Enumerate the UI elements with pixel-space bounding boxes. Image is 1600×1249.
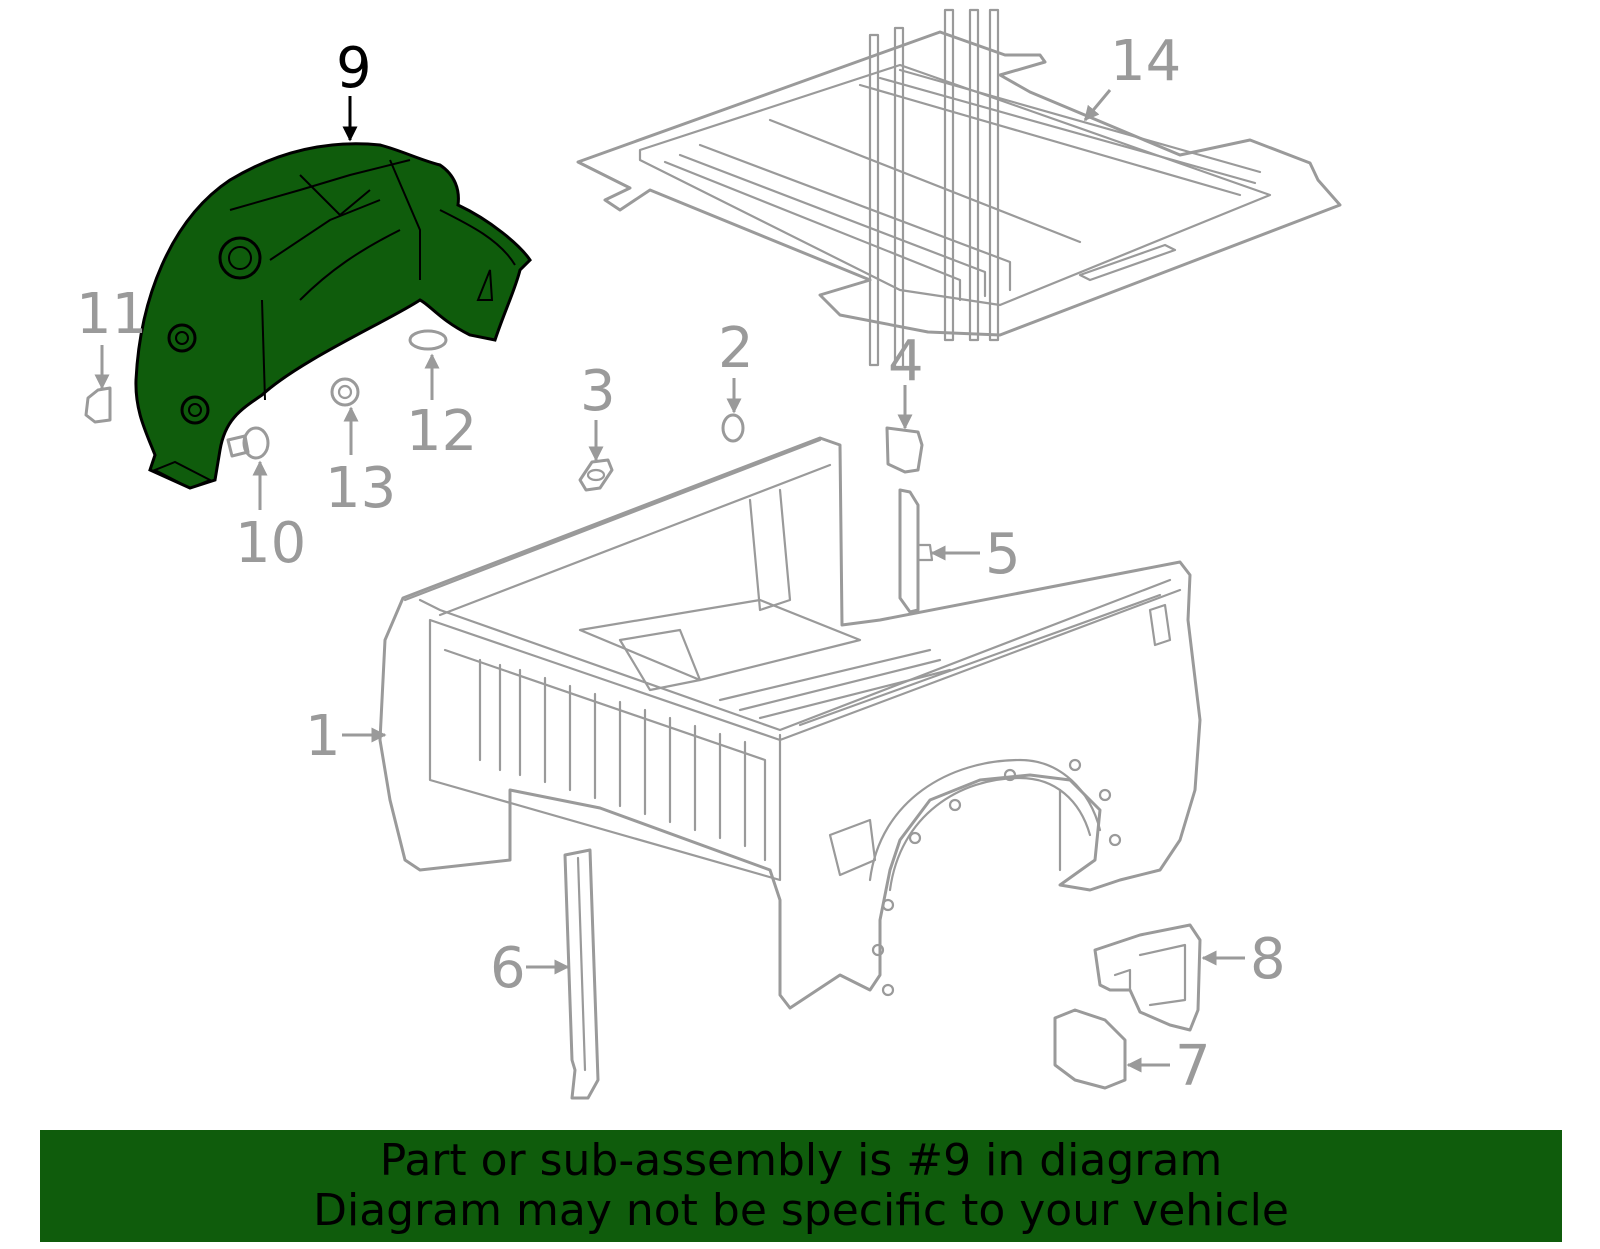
part-4-cover <box>885 426 924 474</box>
callout-11: 11 <box>76 282 147 347</box>
callout-1: 1 <box>305 704 341 769</box>
part-6-seal <box>563 848 600 1100</box>
callout-5: 5 <box>985 522 1021 587</box>
part-9-wheelhouse-liner <box>134 142 532 490</box>
part-10-bolt <box>226 426 270 460</box>
callout-labels: 9 14 11 12 13 10 3 2 4 5 1 6 8 7 <box>76 29 1286 1099</box>
part-7-fuel-door <box>1053 1008 1127 1090</box>
callout-8: 8 <box>1250 927 1286 992</box>
callout-6: 6 <box>490 936 526 1001</box>
part-12-grommet <box>408 329 448 351</box>
callout-12: 12 <box>406 399 477 464</box>
part-1-pickup-box <box>378 436 1202 1010</box>
callout-9: 9 <box>336 36 372 101</box>
callout-3: 3 <box>580 359 616 424</box>
footer-line-1: Part or sub-assembly is #9 in diagram <box>379 1135 1223 1186</box>
callout-4: 4 <box>888 329 924 394</box>
callout-13: 13 <box>325 456 396 521</box>
footer-line-2: Diagram may not be specific to your vehi… <box>313 1185 1289 1236</box>
part-11-clip <box>84 386 112 424</box>
part-8-bracket <box>1093 923 1202 1032</box>
part-13-nut <box>330 377 360 407</box>
leader-lines <box>94 89 1245 1073</box>
part-14-bed-floor <box>576 8 1342 370</box>
part-5-bracket <box>898 488 934 614</box>
callout-14: 14 <box>1110 29 1181 94</box>
callout-7: 7 <box>1175 1034 1211 1099</box>
callout-2: 2 <box>718 316 754 381</box>
part-2-plug <box>721 413 745 443</box>
footer-banner: Part or sub-assembly is #9 in diagram Di… <box>40 1130 1562 1242</box>
part-3-grommet <box>578 458 614 492</box>
callout-10: 10 <box>235 511 306 576</box>
parts-diagram: 9 14 11 12 13 10 3 2 4 5 1 6 8 7 <box>76 8 1342 1100</box>
